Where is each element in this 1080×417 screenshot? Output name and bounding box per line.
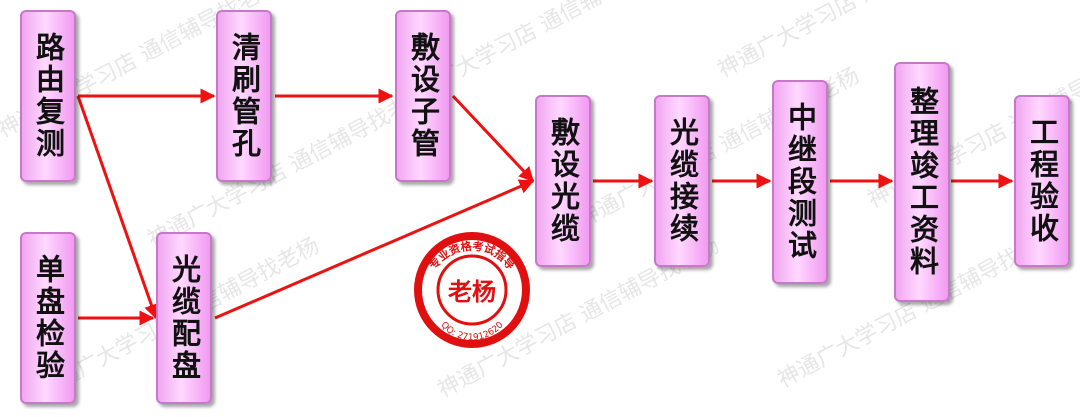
- node-label: 工程验收: [1025, 117, 1060, 245]
- node-label: 路由复测: [31, 32, 66, 160]
- stamp-name: 老杨: [448, 278, 496, 306]
- node-as-built-docs: 整理竣工资料: [894, 62, 950, 302]
- arrow-allocation-to-laycable: [214, 179, 535, 320]
- node-label: 中继段测试: [783, 102, 818, 262]
- node-lay-cable: 敷设光缆: [535, 95, 591, 267]
- node-cable-allocation: 光缆配盘: [156, 232, 212, 404]
- node-label: 敷设子管: [406, 32, 441, 160]
- arrow-subduct-to-laycable: [451, 94, 535, 183]
- node-label: 光缆配盘: [167, 254, 202, 382]
- node-label: 敷设光缆: [546, 117, 581, 245]
- node-label: 光缆接续: [665, 117, 700, 245]
- node-clean-duct: 清刷管孔: [216, 10, 272, 182]
- node-label: 单盘检验: [31, 254, 66, 382]
- node-route-review: 路由复测: [20, 10, 76, 182]
- node-acceptance: 工程验收: [1014, 95, 1070, 267]
- node-lay-subduct: 敷设子管: [395, 10, 451, 182]
- node-label: 整理竣工资料: [905, 86, 940, 278]
- node-single-reel-check: 单盘检验: [20, 232, 76, 404]
- node-cable-splicing: 光缆接续: [654, 95, 710, 267]
- stamp-seal: 专业资格考试指导 QQ: 271912620 老杨: [414, 232, 530, 348]
- node-relay-test: 中继段测试: [772, 80, 828, 284]
- node-label: 清刷管孔: [227, 32, 262, 160]
- arrow-route-to-allocation: [76, 95, 159, 320]
- stamp-inner-ring: [436, 254, 508, 326]
